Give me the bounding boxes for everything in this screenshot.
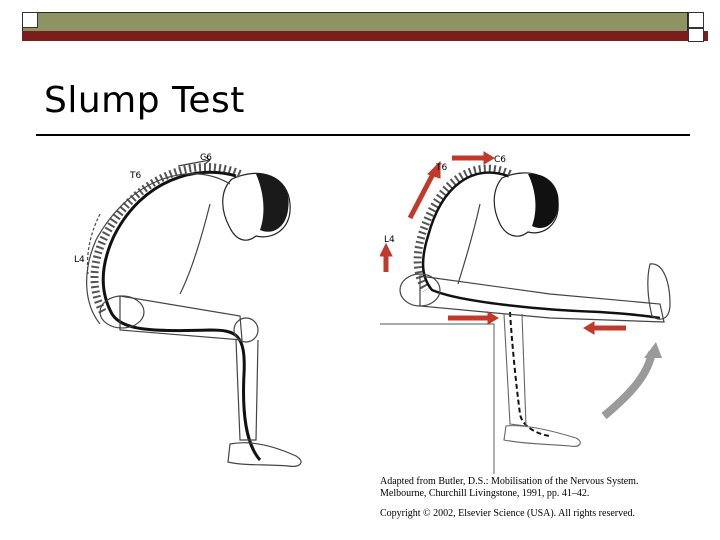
citation-line-1: Adapted from Butler, D.S.: Mobilisation … (380, 476, 680, 488)
arm-outline (180, 204, 210, 294)
gray-arrow-head (644, 342, 662, 358)
header-box-right-bottom (688, 28, 704, 42)
red-arrow-thoracic (410, 172, 434, 218)
header-band (0, 0, 720, 45)
foot-outline (648, 264, 670, 319)
foot-outline (228, 443, 301, 467)
slide-title: Slump Test (44, 80, 245, 121)
arm-outline (458, 204, 480, 284)
title-divider (36, 134, 690, 136)
label-c6: C6 (494, 155, 506, 165)
copyright-line: Copyright © 2002, Elsevier Science (USA)… (380, 508, 680, 520)
red-arrow-cervical-head (484, 152, 494, 164)
header-box-right-top (688, 12, 704, 28)
knee-outline (234, 318, 258, 342)
header-box-left (22, 12, 38, 28)
slump-seated-illustration: C6 T6 L4 (60, 144, 330, 480)
spine-vertebrae (95, 167, 241, 314)
foot-resting-outline (504, 426, 580, 447)
red-arrow-lumbar-head (380, 244, 392, 256)
label-t6: T6 (435, 163, 447, 173)
figure-citation: Adapted from Butler, D.S.: Mobilisation … (380, 476, 680, 520)
table-edge (380, 324, 494, 474)
gray-arrow-knee-extension (604, 352, 652, 416)
label-c6: C6 (200, 153, 212, 163)
label-l4: L4 (384, 235, 395, 245)
header-band-olive (22, 12, 688, 32)
slump-figure-knee-extension: C6 T6 L4 (380, 144, 680, 474)
red-arrow-thigh-head (488, 312, 498, 324)
neural-tract-dashed (510, 312, 550, 436)
citation-line-2: Melbourne, Churchill Livingstone, 1991, … (380, 488, 680, 500)
thigh-outline (120, 296, 242, 340)
label-l4: L4 (74, 255, 85, 265)
slump-figure-seated: C6 T6 L4 (60, 144, 330, 480)
header-band-dark (22, 31, 708, 41)
red-arrow-calf-head (584, 322, 594, 334)
slump-extension-illustration: C6 T6 L4 (380, 144, 680, 474)
label-t6: T6 (129, 171, 141, 181)
